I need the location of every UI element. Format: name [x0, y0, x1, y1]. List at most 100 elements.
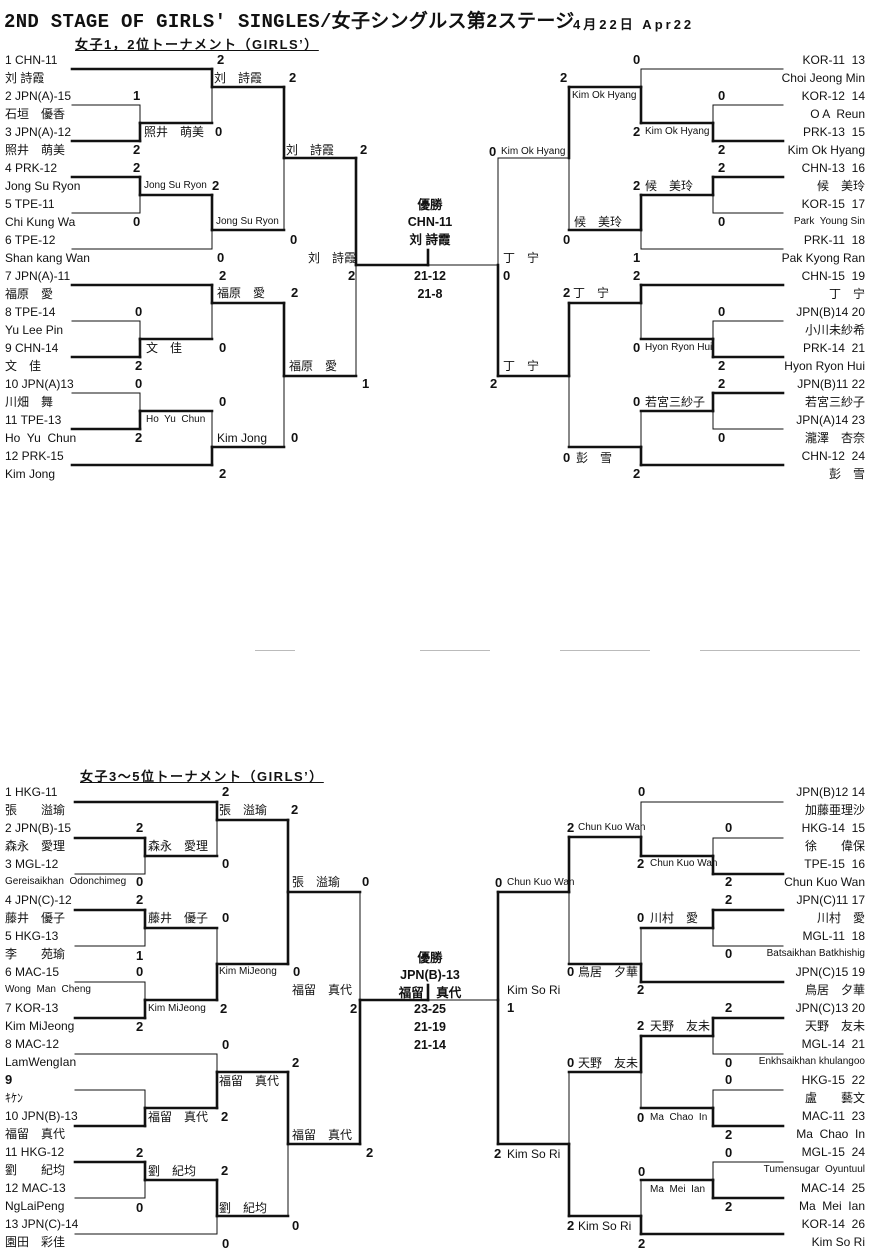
player-entry: JPN(B)14 20 — [796, 305, 865, 319]
match-score: 2 — [350, 1001, 358, 1016]
bottom-champion-label: 優勝 — [417, 951, 443, 965]
match-score: 0 — [217, 250, 225, 265]
match-score: 0 — [718, 88, 726, 103]
match-winner: 彭 雪 — [576, 451, 613, 465]
player-entry: 1 CHN-11 — [5, 53, 58, 67]
player-name: 刘 詩霞 — [5, 71, 45, 85]
player-entry: JPN(A)14 23 — [796, 413, 865, 427]
match-score: 0 — [222, 910, 230, 925]
player-entry: 5 TPE-11 — [5, 197, 55, 211]
match-score: 2 — [725, 874, 733, 889]
player-entry: MAC-14 25 — [800, 1181, 865, 1195]
match-score: 2 — [221, 1163, 229, 1178]
player-name: Chun Kuo Wan — [784, 875, 865, 889]
match-score: 0 — [718, 214, 726, 229]
match-winner: 刘 詩霞 — [286, 143, 335, 157]
match-score: 0 — [637, 1110, 645, 1125]
match-score: 0 — [725, 946, 733, 961]
match-score: 0 — [362, 874, 370, 889]
player-entry: 12 MAC-13 — [5, 1181, 66, 1195]
player-entry: 10 JPN(A)13 — [5, 377, 74, 391]
match-score: 2 — [567, 1218, 575, 1233]
match-score: 2 — [725, 1000, 733, 1015]
match-score: 2 — [136, 892, 144, 907]
match-winner: Kim So Ri — [578, 1219, 632, 1233]
match-score: 2 — [637, 982, 645, 997]
match-winner: Kim MiJeong — [219, 966, 277, 977]
match-score: 2 — [222, 784, 230, 799]
player-name: 候 美玲 — [816, 179, 865, 193]
player-entry: 4 PRK-12 — [5, 161, 58, 175]
player-entry: 7 KOR-13 — [5, 1001, 59, 1015]
match-score: 2 — [133, 142, 141, 157]
player-name: 森永 愛理 — [5, 839, 66, 853]
match-score: 2 — [560, 70, 568, 85]
player-entry: MGL-15 24 — [801, 1145, 865, 1159]
match-score: 0 — [293, 964, 301, 979]
match-winner: Kim Ok Hyang — [645, 126, 710, 137]
player-name: Ma Mei Ian — [798, 1199, 865, 1213]
match-score: 0 — [219, 340, 227, 355]
player-entry: 6 TPE-12 — [5, 233, 56, 247]
match-score: 2 — [494, 1146, 502, 1161]
match-winner: Jong Su Ryon — [216, 216, 279, 227]
match-winner: 劉 紀均 — [148, 1164, 197, 1178]
match-winner: Ma Mei Ian — [650, 1184, 706, 1195]
player-name: Gereisaikhan Odonchimeg — [5, 876, 127, 887]
player-entry: 9 — [5, 1072, 13, 1087]
bottom-champion-team: JPN(B)-13 — [400, 968, 460, 982]
player-name: 石垣 優香 — [5, 107, 66, 121]
match-score: 0 — [135, 376, 143, 391]
divider — [255, 650, 295, 651]
match-winner: 劉 紀均 — [219, 1201, 268, 1215]
match-score: 1 — [136, 948, 144, 963]
player-entry: 11 HKG-12 — [5, 1145, 65, 1159]
divider — [700, 650, 860, 651]
match-score: 0 — [563, 232, 571, 247]
match-score: 2 — [366, 1145, 374, 1160]
match-score: 0 — [725, 1145, 733, 1160]
player-entry: PRK-14 21 — [802, 341, 865, 355]
match-score: 0 — [563, 450, 571, 465]
match-winner: 若宮三紗子 — [645, 395, 706, 409]
top-champion-team: CHN-11 — [407, 215, 453, 229]
match-score: 2 — [133, 160, 141, 175]
player-name: 若宮三紗子 — [804, 395, 865, 409]
player-entry: KOR-11 13 — [802, 53, 865, 67]
match-winner: 丁 宁 — [503, 359, 540, 373]
player-entry: 12 PRK-15 — [5, 449, 64, 463]
match-score: 0 — [133, 214, 141, 229]
player-entry: 8 TPE-14 — [5, 305, 56, 319]
top-champion-label: 優勝 — [417, 198, 443, 212]
match-winner: 川村 愛 — [650, 911, 699, 925]
match-winner: Kim So Ri — [507, 983, 561, 997]
match-score: 0 — [637, 910, 645, 925]
bottom-bracket-title: 女子3～5位トーナメント（GIRLS’） — [80, 769, 324, 784]
player-entry: KOR-15 17 — [801, 197, 865, 211]
player-entry: 9 CHN-14 — [5, 341, 59, 355]
player-entry: 11 TPE-13 — [5, 413, 62, 427]
player-name: Yu Lee Pin — [5, 323, 64, 337]
match-winner: Chun Kuo Wan — [507, 877, 575, 888]
match-score: 0 — [219, 394, 227, 409]
player-entry: 2 JPN(B)-15 — [5, 821, 72, 835]
player-name: Ma Chao In — [796, 1127, 865, 1141]
match-score: 0 — [222, 856, 230, 871]
player-name: 藤井 優子 — [5, 911, 66, 925]
match-winner: 張 溢瑜 — [292, 875, 341, 889]
player-entry: MAC-11 23 — [801, 1109, 865, 1123]
match-winner: 丁 宁 — [503, 251, 540, 265]
player-name: Kim Ok Hyang — [787, 143, 865, 157]
player-entry: CHN-15 19 — [801, 269, 865, 283]
match-score: 2 — [217, 52, 225, 67]
player-name: Park Young Sin — [793, 216, 865, 227]
player-name: 丁 宁 — [828, 287, 865, 301]
player-entry: PRK-11 18 — [803, 233, 865, 247]
match-score: 0 — [633, 52, 641, 67]
player-name: Tumensugar Oyuntuul — [763, 1164, 865, 1175]
top-final-score: 21-8 — [417, 287, 443, 301]
match-score: 2 — [638, 1236, 646, 1251]
match-score: 2 — [725, 1199, 733, 1214]
match-score: 2 — [567, 820, 575, 835]
match-score: 0 — [567, 1055, 575, 1070]
